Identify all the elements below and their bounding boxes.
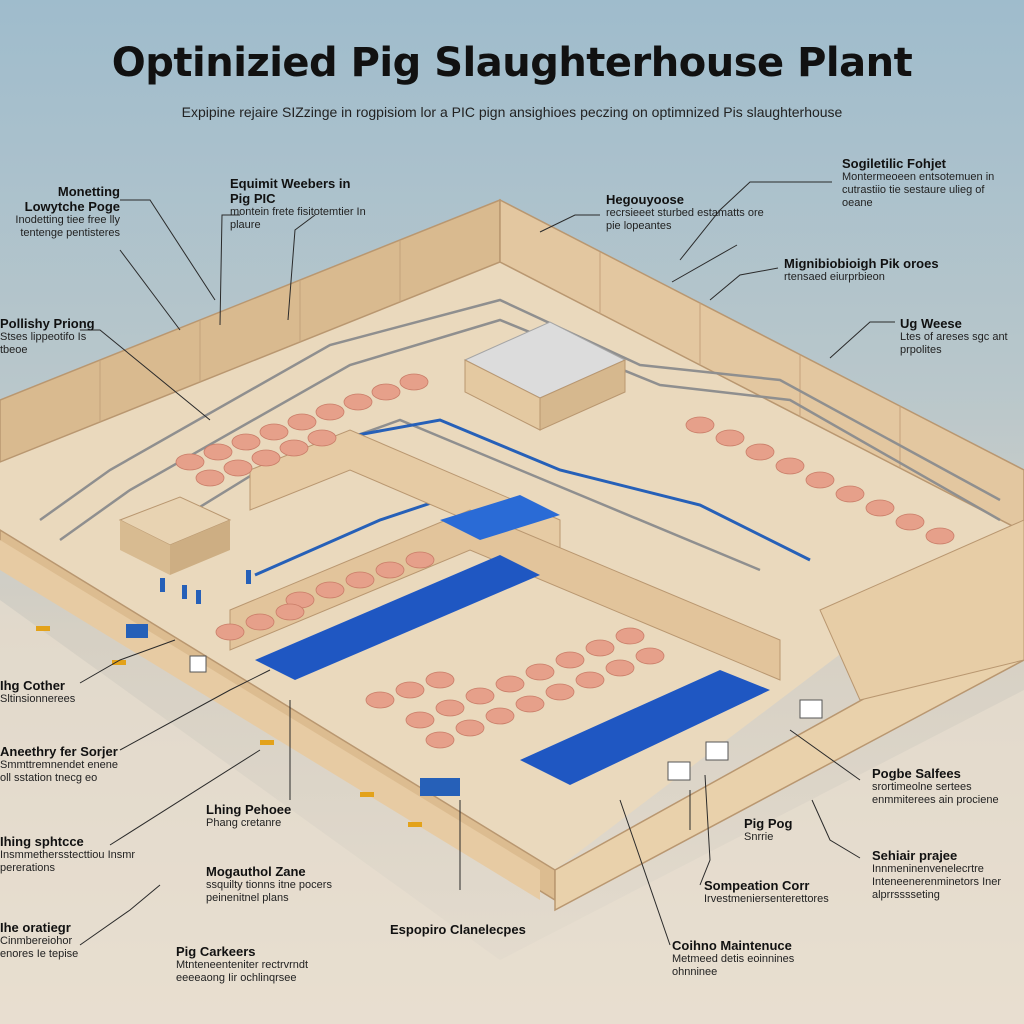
callout-pig-carkeers: Pig Carkeers Mtnteneenteniter rectrvrndt… [176, 944, 326, 985]
callout-heading: Coihno Maintenuce [672, 938, 792, 953]
callout-desc: Ltes of areses sgc ant prpolites [900, 331, 1008, 356]
callout-heading: Pollishy Priong [0, 316, 95, 331]
callout-equimit-weebers: Equimit Weebers in Pig PIC montein frete… [230, 176, 370, 232]
callout-desc: recrsieeet sturbed estamatts ore pie lop… [606, 207, 764, 232]
callout-ihing-sphtcce: Ihing sphtcce Insmmethersstecttiou Insmr… [0, 834, 140, 875]
callout-aneethry-fer-sorjer: Aneethry fer Sorjer Smmttremnendet enene… [0, 744, 125, 785]
callout-lhing-pehoee: Lhing Pehoee Phang cretanre [206, 802, 316, 830]
callout-desc: Mtnteneenteniter rectrvrndt eeeeaong Iir… [176, 959, 309, 984]
callout-heading: Ug Weese [900, 316, 962, 331]
callout-desc: Sltinsionnerees [0, 693, 76, 705]
callout-sehiair-prajee: Sehiair prajee Innmeninenvenelecrtre Int… [872, 848, 1017, 902]
callout-heading: Mignibiobioigh Pik oroes [784, 256, 939, 271]
callout-desc: Innmeninenvenelecrtre Inteneenerenmineto… [872, 863, 1002, 901]
callout-desc: Snrrie [744, 831, 774, 843]
back-right-wall [499, 198, 1024, 533]
callout-desc: Irvestmeniersenterettores [704, 893, 829, 905]
callout-ihg-cother: Ihg Cother Sltinsionnerees [0, 678, 90, 706]
right-building [819, 519, 1024, 701]
callout-desc: Inodetting tiee free lly tentenge pentis… [15, 214, 120, 239]
callout-sogiletilic-fohjet: Sogiletilic Fohjet Montermeoeen entsotem… [842, 156, 1012, 210]
callout-heading: Equimit Weebers in Pig PIC [230, 176, 351, 206]
callout-pollishy-priong: Pollishy Priong Stses lippeotifo Is tbeo… [0, 316, 110, 357]
callout-mignibiobioigh-pik: Mignibiobioigh Pik oroes rtensaed eiurpr… [784, 256, 964, 284]
callout-heading: Aneethry fer Sorjer [0, 744, 118, 759]
callout-heading: Mogauthol Zane [206, 864, 306, 879]
callout-heading: Pig Carkeers [176, 944, 256, 959]
callout-hegouyoose: Hegouyoose recrsieeet sturbed estamatts … [606, 192, 776, 233]
callout-heading: Ihe oratiegr [0, 920, 71, 935]
callout-heading: Espopiro Clanelecpes [390, 922, 526, 937]
callout-desc: ssquilty tionns itne pocers peinenitnel … [206, 879, 332, 904]
callout-desc: Montermeoeen entsotemuen in cutrastiio t… [842, 171, 995, 209]
callout-ug-weese: Ug Weese Ltes of areses sgc ant prpolite… [900, 316, 1020, 357]
water-basin-center [440, 495, 560, 540]
callout-monitoring-lowytche-poge: Monetting Lowytche Poge Inodetting tiee … [0, 184, 120, 240]
diagram-title: Optinizied Pig Slaughterhouse Plant [111, 40, 913, 86]
worker-group [160, 570, 251, 604]
callout-heading: Ihg Cother [0, 678, 65, 693]
callout-desc: Smmttremnendet enene oll sstation tnecg … [0, 759, 119, 784]
callout-desc: Metmeed detis eoinnines ohnninee [672, 953, 795, 978]
callout-desc: Phang cretanre [206, 817, 282, 829]
diagram-subtitle: Expipine rejaire SIZzinge in rogpisiom l… [181, 104, 843, 120]
callout-heading: Hegouyoose [606, 192, 685, 207]
callout-heading: Pig Pog [744, 816, 793, 831]
callout-heading: Ihing sphtcce [0, 834, 84, 849]
callout-desc: srortimeolne sertees enmmiterees ain pro… [872, 781, 999, 806]
callout-desc: montein frete fisitotemtier In plaure [230, 206, 366, 231]
callout-heading: Lhing Pehoee [206, 802, 292, 817]
callout-desc: Insmmethersstecttiou Insmr pererations [0, 849, 136, 874]
callout-heading: Pogbe Salfees [872, 766, 961, 781]
callout-ihe-oratiegr: Ihe oratiegr Cinmbereiohor enores Ie tep… [0, 920, 100, 961]
callout-desc: Stses lippeotifo Is tbeoe [0, 331, 87, 356]
callout-heading: Sehiair prajee [872, 848, 958, 863]
callout-mogauthol-zane: Mogauthol Zane ssquilty tionns itne poce… [206, 864, 346, 905]
callout-heading: Sompeation Corr [704, 878, 810, 893]
callout-heading: Sogiletilic Fohjet [842, 156, 947, 171]
callout-coihno-maintenuce: Coihno Maintenuce Metmeed detis eoinnine… [672, 938, 832, 979]
water-channel-right [520, 670, 770, 785]
callout-heading: Monetting Lowytche Poge [24, 184, 120, 214]
callout-sompeation-corr: Sompeation Corr Irvestmeniersenterettore… [704, 878, 864, 906]
callout-pig-pog: Pig Pog Snrrie [744, 816, 824, 844]
callout-pogbe-salfees: Pogbe Salfees srortimeolne sertees enmmi… [872, 766, 1017, 807]
callout-desc: rtensaed eiurprbieon [784, 271, 885, 283]
callout-espopiro-clanelecpes: Espopiro Clanelecpes [390, 922, 560, 937]
callout-desc: Cinmbereiohor enores Ie tepise [0, 935, 79, 960]
pig-group [175, 373, 955, 749]
water-channel-left [255, 555, 540, 680]
